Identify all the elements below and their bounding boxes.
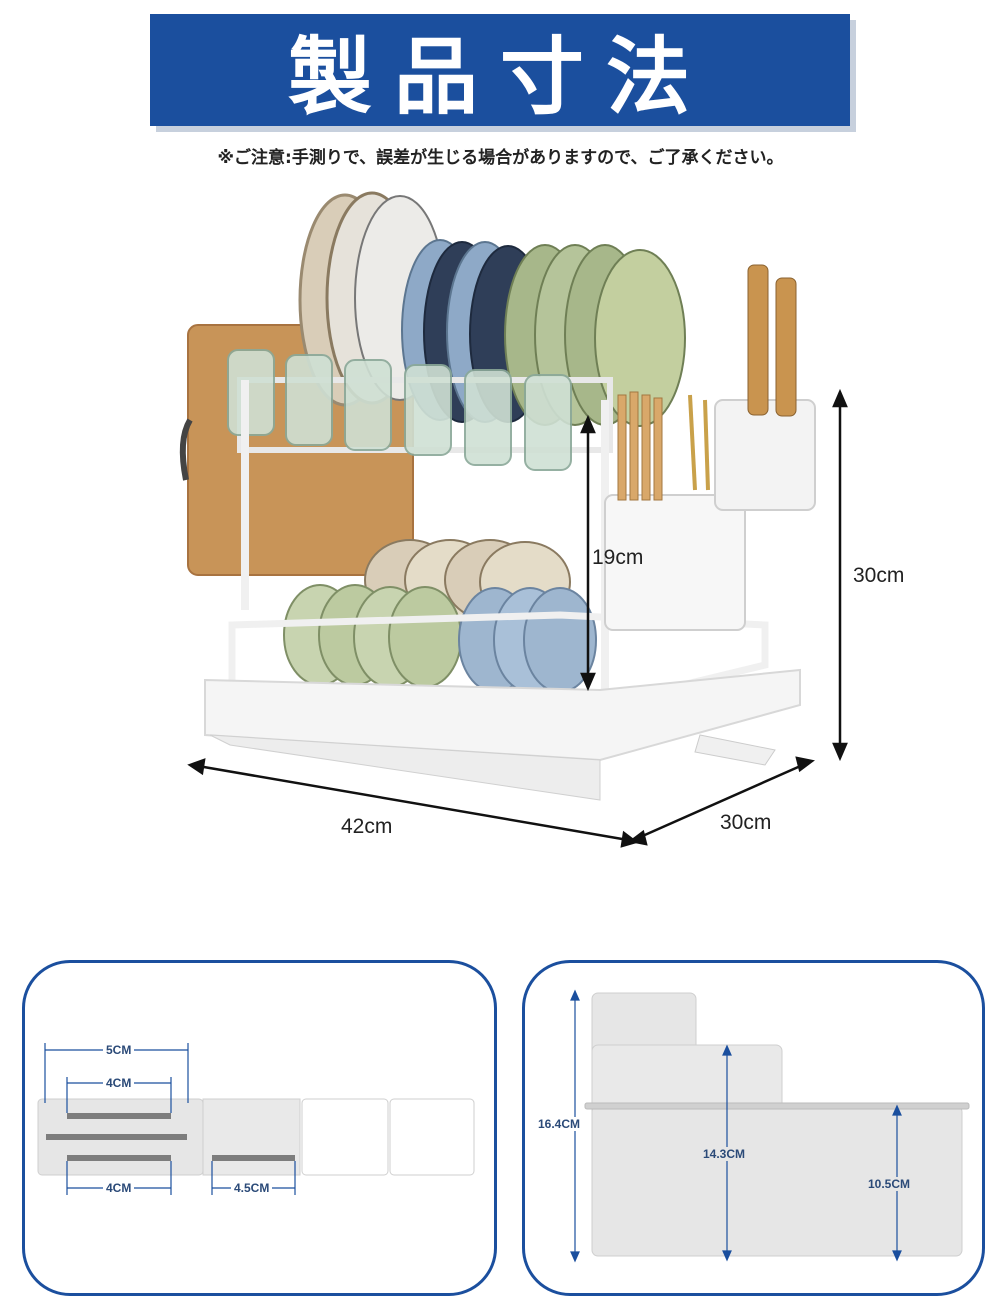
outer-width-label: 5CM <box>103 1043 135 1057</box>
knife-holder <box>714 399 816 511</box>
knives <box>747 264 797 417</box>
depth-label: 30cm <box>720 811 772 834</box>
board-handle <box>179 418 193 481</box>
front-height-label: 10.5CM <box>866 1177 913 1191</box>
holder-side-view-drawing <box>570 989 970 1263</box>
cups-row <box>227 349 572 471</box>
drain-spout <box>694 734 776 766</box>
holder-top-view-panel: 5CM 4CM 4CM 4.5CM <box>22 960 497 1296</box>
inner-height-label: 19cm <box>592 546 644 569</box>
measurement-notice: ※ご注意:手測りで、誤差が生じる場合がありますので、ご了承ください。 <box>217 148 784 168</box>
total-height-label: 30cm <box>853 564 905 587</box>
chopsticks <box>617 391 663 501</box>
drip-tray <box>204 668 801 762</box>
inner-width-bottom-label: 4CM <box>103 1181 135 1195</box>
utensil-holder <box>604 494 746 631</box>
total-height-cm-label: 16.4CM <box>536 1117 583 1131</box>
width-label: 42cm <box>341 815 393 838</box>
holder-top-view-drawing <box>37 1043 475 1195</box>
middle-height-label: 14.3CM <box>701 1147 748 1161</box>
title-banner: 製品寸法 <box>150 14 850 126</box>
page-title: 製品寸法 <box>287 27 712 126</box>
inner-width-top-label: 4CM <box>103 1076 135 1090</box>
spoons <box>688 394 710 491</box>
holder-side-view-panel: 16.4CM 14.3CM 10.5CM <box>522 960 985 1296</box>
dish-rack-illustration <box>179 191 848 848</box>
slot-width-label: 4.5CM <box>231 1181 273 1195</box>
dimension-arrows <box>187 388 848 848</box>
tray-feet <box>209 734 601 801</box>
